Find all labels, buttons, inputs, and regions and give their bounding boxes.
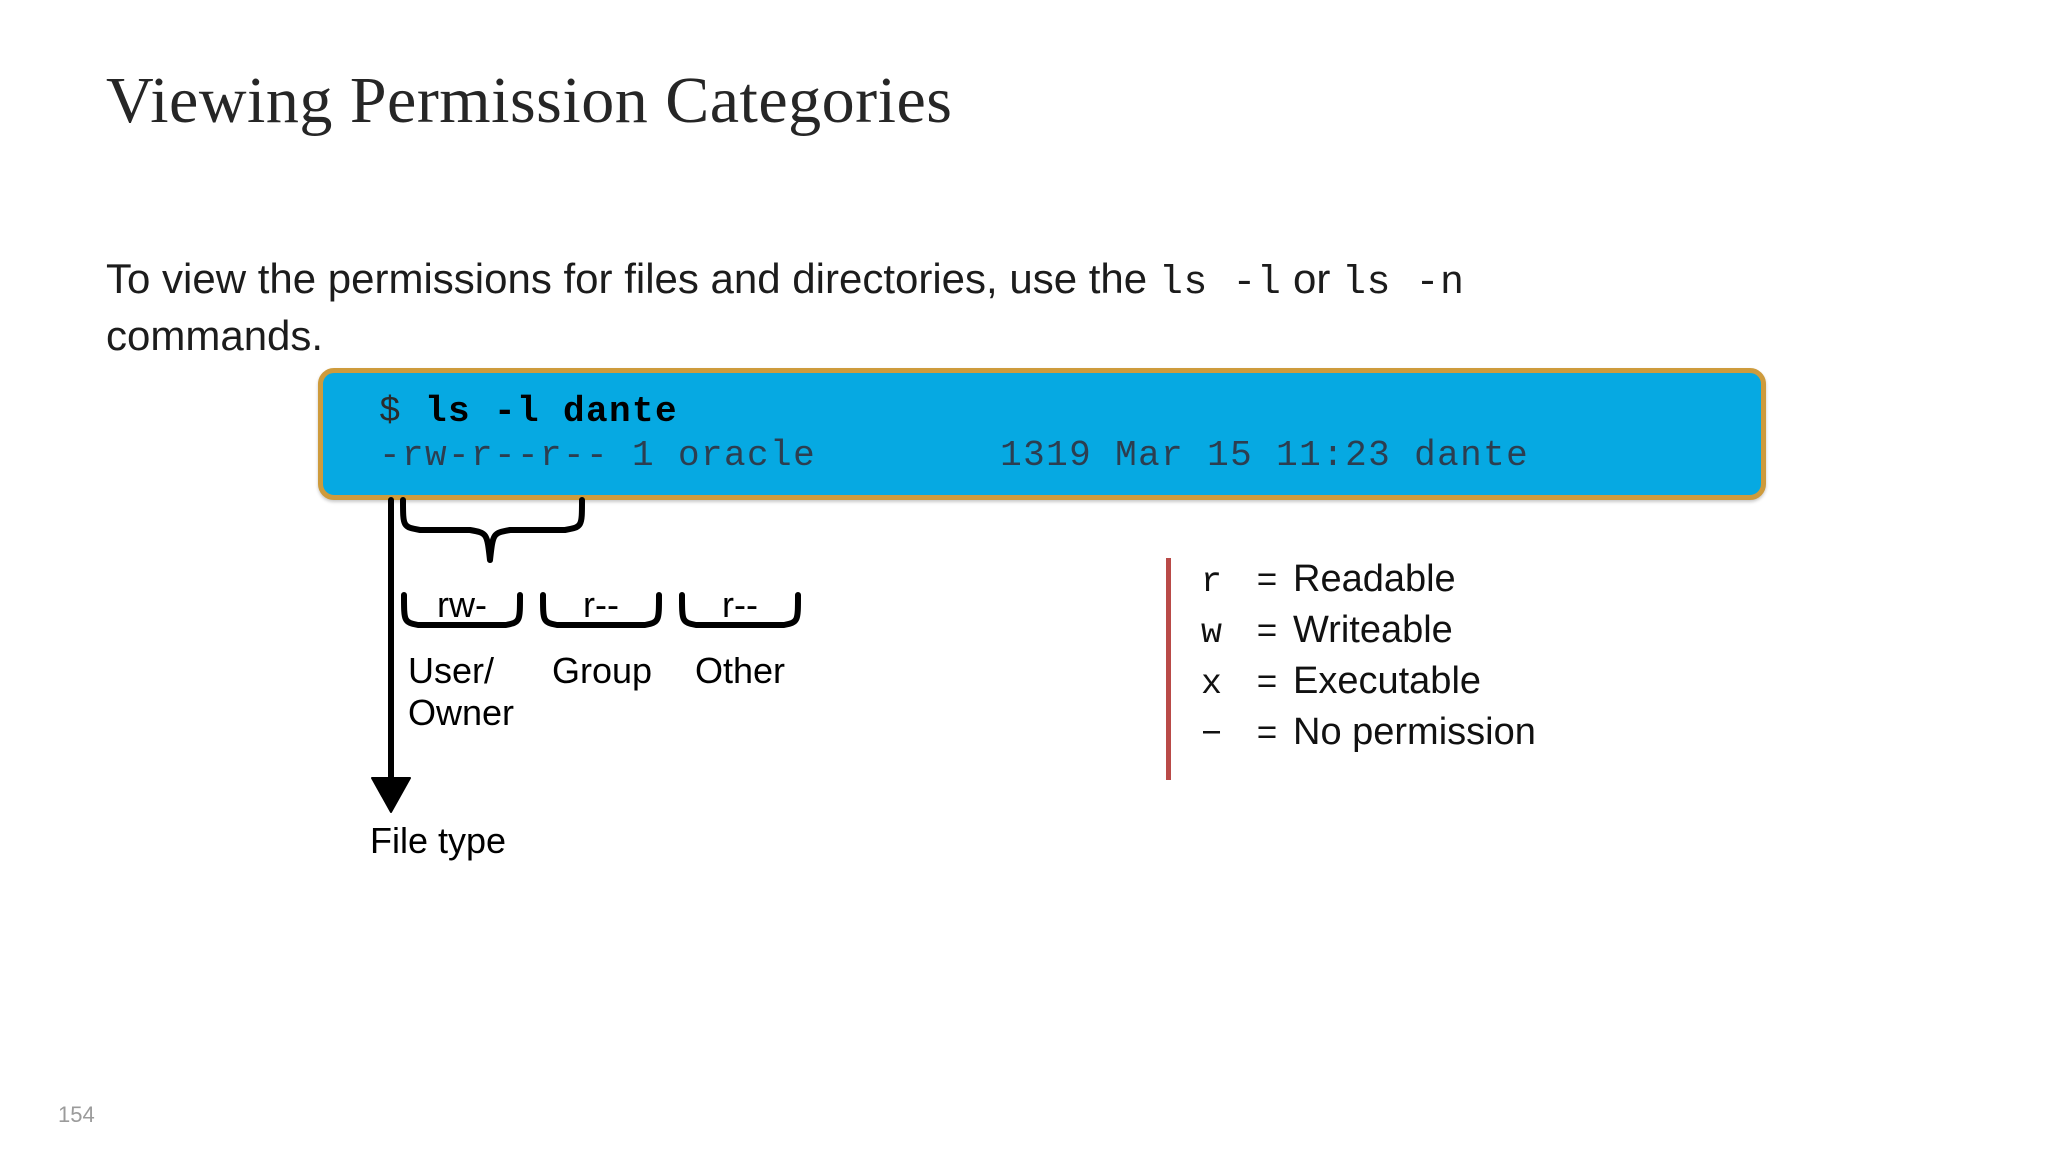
- body-text-part1: To view the permissions for files and di…: [106, 255, 1159, 302]
- permission-chunk-user: rw-: [437, 584, 487, 625]
- permission-legend: r = Readable w = Writeable x = Executabl…: [1166, 558, 1536, 780]
- body-paragraph: To view the permissions for files and di…: [106, 252, 1826, 363]
- legend-row-executable: x = Executable: [1201, 660, 1536, 711]
- legend-description-executable: Executable: [1293, 660, 1482, 702]
- category-label-user-line1: User/: [408, 650, 495, 691]
- permission-chunk-group: r--: [583, 584, 619, 625]
- legend-row-writeable: w = Writeable: [1201, 609, 1536, 660]
- inline-code-ls-n: ls -n: [1342, 261, 1465, 306]
- legend-equals-3: =: [1256, 715, 1278, 755]
- page-number: 154: [58, 1102, 95, 1127]
- legend-symbol-w: w: [1201, 613, 1223, 653]
- terminal-output-line: -rw-r--r-- 1 oracle 1319 Mar 15 11:23 da…: [379, 435, 1530, 476]
- legend-description-readable: Readable: [1293, 558, 1456, 600]
- body-text-part2: commands.: [106, 312, 324, 360]
- brace-top-permissions: [400, 497, 585, 563]
- filetype-label: File type: [370, 820, 507, 861]
- page-title: Viewing Permission Categories: [106, 64, 953, 137]
- permission-chunk-other: r--: [722, 584, 758, 625]
- legend-symbol-dash: −: [1201, 715, 1223, 755]
- legend-symbol-r: r: [1201, 562, 1223, 602]
- legend-description-writeable: Writeable: [1293, 609, 1453, 651]
- category-label-group: Group: [552, 650, 653, 691]
- legend-description-no-permission: No permission: [1293, 711, 1536, 753]
- terminal-code-block: $ ls -l dante -rw-r--r-- 1 oracle 1319 M…: [318, 368, 1766, 500]
- terminal-command-line: $ ls -l dante: [379, 391, 678, 432]
- legend-row-readable: r = Readable: [1201, 558, 1536, 609]
- category-label-other: Other: [695, 650, 786, 691]
- inline-code-ls-l: ls -l: [1158, 261, 1282, 306]
- legend-equals-2: =: [1256, 664, 1278, 704]
- legend-symbol-x: x: [1201, 664, 1223, 704]
- legend-equals-1: =: [1256, 613, 1278, 653]
- category-label-user-owner: User/ Owner: [408, 650, 514, 735]
- terminal-command-text: ls -l dante: [425, 391, 679, 432]
- terminal-prompt-symbol: $: [379, 391, 426, 432]
- legend-row-no-permission: − = No permission: [1201, 711, 1536, 762]
- body-text-conjunction: or: [1281, 255, 1343, 302]
- legend-equals-0: =: [1256, 562, 1278, 602]
- category-label-user-line2: Owner: [408, 692, 515, 734]
- filetype-arrow-head: [371, 777, 411, 813]
